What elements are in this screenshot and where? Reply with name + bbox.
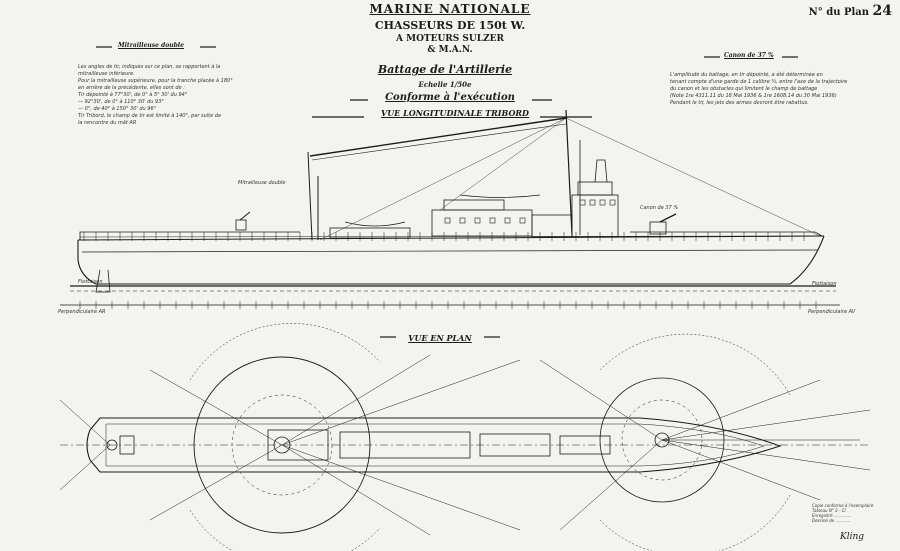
right-note-heading: Canon de 37 % xyxy=(724,52,774,59)
left-note-line: Tir Tribord, le champ de tir est limité … xyxy=(78,113,222,119)
stamp-line: Dessiné de ............ xyxy=(812,518,851,523)
right-note-line: (Note 1re 4311.11 du 18 Mai 1936 & 1re 1… xyxy=(670,93,837,99)
left-note-line: Tir dépointé à 77°30', de 0° à 5° 30' du… xyxy=(78,92,188,98)
left-note-line: — 0°, de 40° à 150° 30' du 96° xyxy=(78,106,157,112)
waterline-label-fwd: Flottaison xyxy=(812,281,837,287)
left-note-line: Pour la mitrailleuse supérieure, pour la… xyxy=(78,78,233,84)
porthole xyxy=(489,217,496,224)
porthole xyxy=(519,217,526,224)
porthole xyxy=(504,217,511,224)
left-note-line: la rencontre du mât AR xyxy=(78,120,137,126)
right-note-line: Pendant le tir, les jets des armes devro… xyxy=(670,100,809,106)
plate-number: 24 xyxy=(872,3,892,19)
approval-stamp: Copie conforme à l'exemplaire Tableau N°… xyxy=(812,503,873,523)
porthole xyxy=(444,217,451,224)
right-note-line: du canon et les obstacles qui limitent l… xyxy=(670,86,818,92)
frame-ticks xyxy=(79,301,817,309)
profile-view-heading: VUE LONGITUDINALE TRIBORD xyxy=(381,108,529,118)
header-line2: CHASSEURS DE 150t W. xyxy=(374,19,526,32)
left-note-heading: Mitrailleuse double xyxy=(118,42,184,49)
header-line3: A MOTEURS SULZER xyxy=(395,34,505,44)
right-note-line: L'amplitude du battage, en tir dépointé,… xyxy=(670,72,823,78)
stamp-line: Tableau N° 3 - Cl. xyxy=(812,508,847,513)
perpendicular-aft-label: Perpendiculaire AR xyxy=(58,309,106,315)
stamp-line: Enregistré .............. xyxy=(812,513,852,518)
waterline-label-aft: Flottaison xyxy=(78,279,103,285)
gun-forward-icon xyxy=(649,213,677,235)
porthole xyxy=(599,199,606,206)
porthole xyxy=(579,199,586,206)
canon-label: Canon de 37 % xyxy=(640,205,679,211)
heading-rules xyxy=(96,46,798,338)
mitrailleuse-label: Mitrailleuse double xyxy=(238,180,286,186)
porthole xyxy=(589,199,596,206)
left-note-line: mitrailleuse inférieure. xyxy=(78,71,135,77)
left-note-line: en arrière de la précédente, elles sont … xyxy=(78,85,185,91)
plate-prefix: N° du Plan xyxy=(808,7,870,18)
machine-gun-aft-icon xyxy=(235,211,251,231)
left-note-line: — 92°30', de 0° à 110° 30' du 93° xyxy=(78,99,164,105)
right-note-body: L'amplitude du battage, en tir dépointé,… xyxy=(670,72,847,107)
right-note-line: tenant compte d'une garde de 1 calibre ½… xyxy=(670,79,848,85)
porthole xyxy=(474,217,481,224)
profile-railings xyxy=(79,232,819,241)
battage-heading: Battage de l'Artillerie xyxy=(377,63,513,76)
profile-hull xyxy=(60,231,840,306)
perpendicular-fwd-label: Perpendiculaire AV xyxy=(808,309,856,315)
plan-view xyxy=(59,323,871,551)
left-note-line: Les angles de tir, indiqués sur ce plan,… xyxy=(78,64,221,70)
conforme-heading: Conforme à l'exécution xyxy=(385,92,515,103)
scale-label: Echelle 1/50e xyxy=(418,80,472,89)
porthole xyxy=(609,199,616,206)
stamp-line: Copie conforme à l'exemplaire xyxy=(812,503,874,508)
plate-number-label: N° du Plan 24 xyxy=(809,3,892,19)
profile-superstructure xyxy=(235,109,821,241)
left-note-body: Les angles de tir, indiqués sur ce plan,… xyxy=(78,64,233,127)
header-line1: MARINE NATIONALE xyxy=(369,2,531,16)
plan-view-heading: VUE EN PLAN xyxy=(408,333,472,343)
header-line4: & M.A.N. xyxy=(427,45,473,55)
porthole xyxy=(459,217,466,224)
signature: Kling xyxy=(840,532,865,542)
